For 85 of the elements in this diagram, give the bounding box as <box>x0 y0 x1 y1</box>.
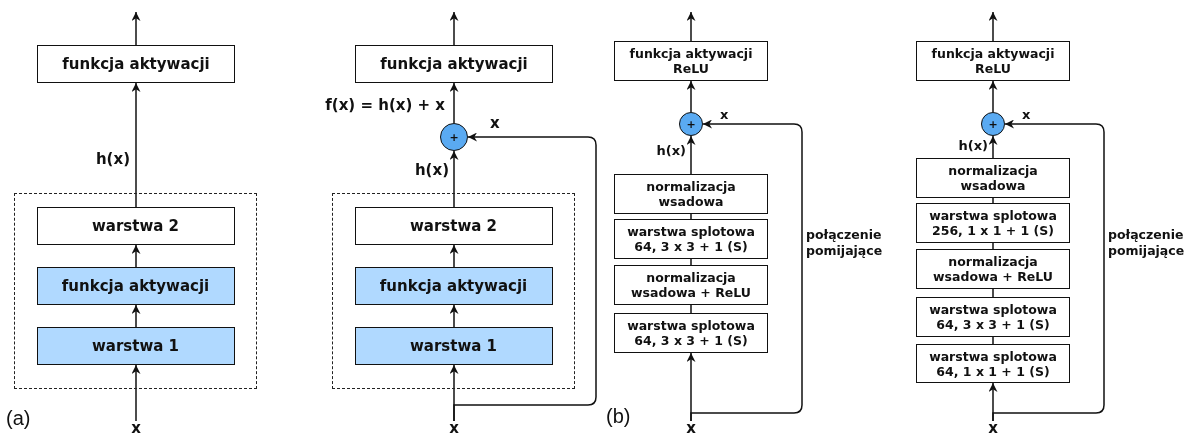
box-label: warstwa 1 <box>91 336 180 355</box>
box-label: normalizacja wsadowa <box>947 163 1039 193</box>
arrow <box>453 132 597 422</box>
process-box <box>37 45 235 83</box>
box-label: warstwa splotowa 64, 3 x 3 + 1 (S) <box>626 318 756 348</box>
box-label: funkcja aktywacji <box>62 55 210 73</box>
process-box <box>36 266 235 305</box>
dashed-group-box <box>14 193 257 389</box>
process-box <box>354 266 553 305</box>
annotation-text: połączenie pomijające <box>1108 227 1186 259</box>
process-box <box>916 344 1070 383</box>
box-label: funkcja aktywacji <box>379 276 528 295</box>
edge-label: h(x) <box>414 161 449 179</box>
arrow <box>449 150 459 208</box>
box-label: warstwa 2 <box>91 216 180 235</box>
panel-label: (b) <box>606 404 631 429</box>
box-label: warstwa 1 <box>409 336 498 355</box>
process-box <box>916 297 1070 337</box>
edge-label: h(x) <box>656 143 686 158</box>
process-box <box>916 249 1070 289</box>
edge-label: h(x) <box>95 150 130 168</box>
arrow <box>686 135 696 175</box>
arrow <box>686 11 696 42</box>
process-box <box>614 174 768 214</box>
arrow <box>988 135 998 159</box>
edge-label: x <box>490 114 500 132</box>
connector-line <box>992 197 994 204</box>
process-box <box>916 203 1070 243</box>
arrow <box>449 11 459 46</box>
arrow <box>131 364 141 422</box>
arrow <box>449 304 459 328</box>
process-box <box>36 206 235 245</box>
edge-label: x <box>720 107 729 122</box>
sum-circle: + <box>981 112 1005 136</box>
arrow <box>131 11 141 46</box>
box-label: funkcja aktywacji <box>61 276 210 295</box>
sum-circle: + <box>679 112 703 136</box>
connector-line <box>992 288 994 298</box>
input-label: x <box>681 421 701 437</box>
input-label: x <box>983 421 1003 437</box>
arrow <box>988 80 998 113</box>
process-box <box>916 158 1070 198</box>
box-label: normalizacja wsadowa + ReLU <box>630 270 752 300</box>
arrow <box>449 82 459 124</box>
process-box <box>614 313 768 353</box>
edge-label: h(x) <box>958 138 988 153</box>
connector-line <box>690 304 692 314</box>
edge-label: f(x) = h(x) + x <box>325 96 445 114</box>
box-label: warstwa splotowa 256, 1 x 1 + 1 (S) <box>928 208 1058 238</box>
box-label: funkcja aktywacji ReLU <box>930 46 1056 76</box>
sum-circle: + <box>440 123 468 151</box>
connector-line <box>690 258 692 266</box>
arrow <box>690 119 803 422</box>
connector-line <box>992 336 994 345</box>
box-label: warstwa 2 <box>409 216 498 235</box>
process-box <box>354 326 553 365</box>
annotation-text: połączenie pomijające <box>806 227 884 259</box>
box-label: funkcja aktywacji <box>380 55 528 73</box>
process-box <box>354 206 553 245</box>
arrow <box>988 11 998 42</box>
arrow <box>131 82 141 208</box>
box-label: normalizacja wsadowa + ReLU <box>932 254 1054 284</box>
process-box <box>614 219 768 259</box>
dashed-group-box <box>332 193 575 389</box>
box-label: warstwa splotowa 64, 3 x 3 + 1 (S) <box>626 224 756 254</box>
input-label: x <box>126 421 146 437</box>
edge-label: x <box>1022 107 1031 122</box>
arrow <box>131 244 141 268</box>
connector-line <box>690 213 692 220</box>
arrow <box>131 304 141 328</box>
box-label: warstwa splotowa 64, 1 x 1 + 1 (S) <box>928 348 1058 379</box>
box-label: warstwa splotowa 64, 3 x 3 + 1 (S) <box>928 302 1058 332</box>
input-label: x <box>444 421 464 437</box>
box-label: normalizacja wsadowa <box>645 179 737 209</box>
arrow <box>992 119 1105 422</box>
connector-line <box>992 242 994 250</box>
arrow <box>449 244 459 268</box>
process-box <box>355 45 553 83</box>
box-label: funkcja aktywacji ReLU <box>628 46 754 76</box>
arrow <box>686 80 696 113</box>
process-box <box>614 41 768 81</box>
process-box <box>36 326 235 365</box>
process-box <box>916 41 1070 81</box>
panel-label: (a) <box>6 406 31 431</box>
process-box <box>614 265 768 305</box>
